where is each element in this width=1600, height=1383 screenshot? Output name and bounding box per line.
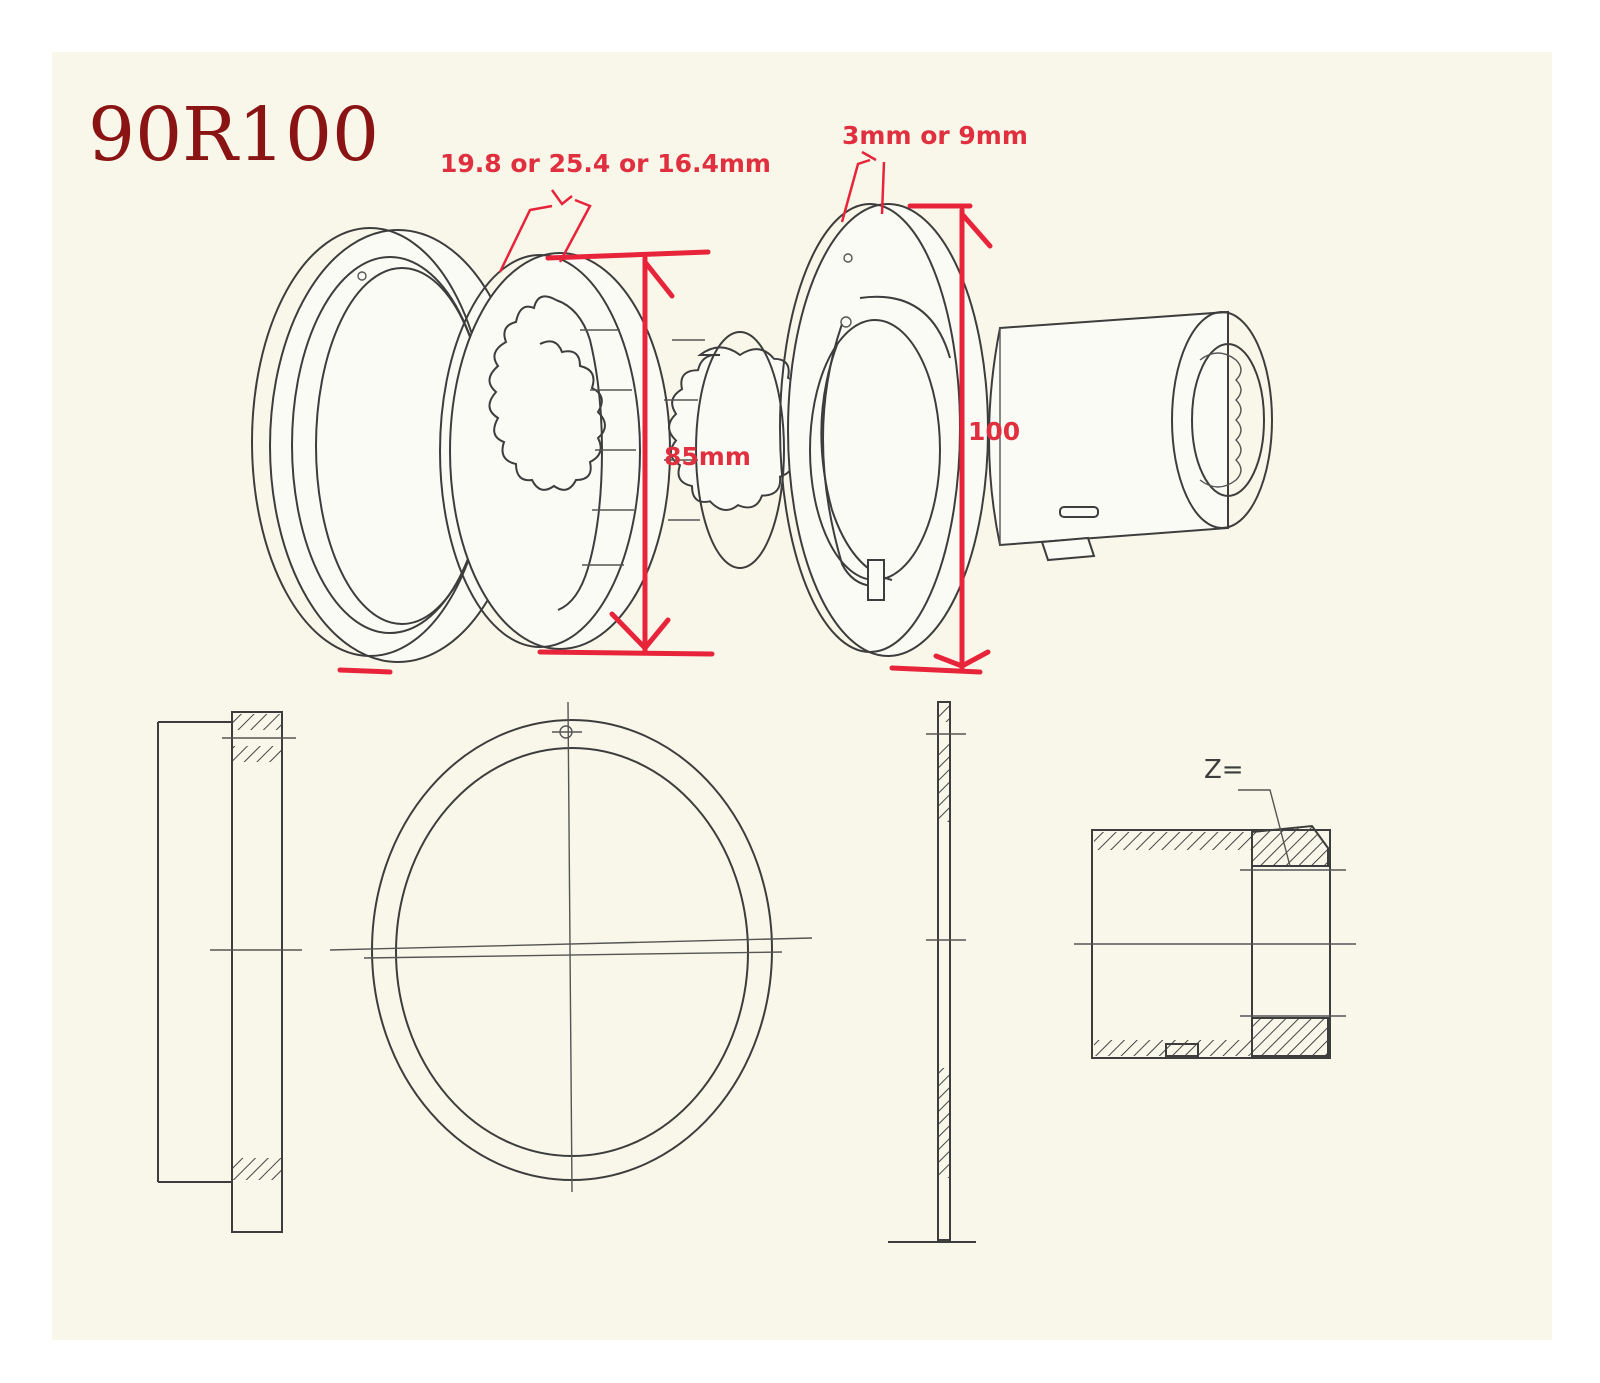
teeth-count-label: Z= xyxy=(1204,755,1244,785)
ring-side-section xyxy=(157,711,302,1233)
dimension-annotations: 19.8 or 25.4 or 16.4mm 3mm or 9mm 85mm 1… xyxy=(440,121,1028,675)
drive-sleeve xyxy=(988,310,1273,562)
model-title: 90R100 xyxy=(88,92,379,178)
sleeve-section: Z= xyxy=(1074,755,1356,1059)
gear-diameter-label: 85mm xyxy=(664,442,751,471)
plate-thickness-label: 3mm or 9mm xyxy=(842,121,1028,150)
ring-front-view xyxy=(329,701,813,1193)
ring-edge-marker xyxy=(337,667,393,675)
valve-plate xyxy=(779,203,989,657)
plate-edge-section xyxy=(888,701,976,1243)
plate-diameter-label: 100 xyxy=(968,417,1020,446)
gear-rotor xyxy=(664,331,802,569)
ring-width-label: 19.8 or 25.4 or 16.4mm xyxy=(440,149,771,178)
gear-stator xyxy=(439,252,671,650)
